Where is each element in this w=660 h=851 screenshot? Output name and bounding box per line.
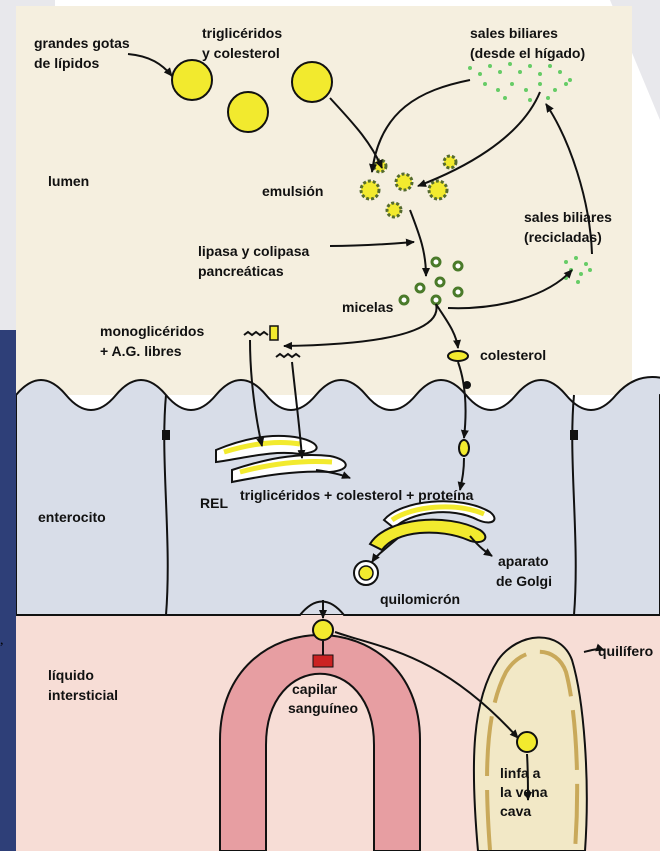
chylomicron-interstitial	[313, 620, 333, 640]
label-golgi-2: de Golgi	[496, 573, 552, 589]
tight-junction-right	[570, 430, 578, 440]
chylomicron-lymph	[517, 732, 537, 752]
label-large-lipid-drops-2: de lípidos	[34, 55, 100, 71]
label-capillary-2: sanguíneo	[288, 700, 358, 716]
capillary-blocked-marker	[313, 655, 333, 667]
label-lymph-1: linfa a	[500, 765, 541, 781]
label-large-lipid-drops-1: grandes gotas	[34, 35, 130, 51]
label-chylomicron: quilomicrón	[380, 591, 460, 607]
tight-junction-left	[162, 430, 170, 440]
label-bile-salts-liver-1: sales biliares	[470, 25, 558, 41]
label-lipase-2: pancreáticas	[198, 263, 284, 279]
label-interstitial-1: líquido	[48, 667, 94, 683]
label-monoglycerides-1: monoglicéridos	[100, 323, 204, 339]
label-lymph-3: cava	[500, 803, 531, 819]
label-lacteal: quilífero	[598, 643, 653, 659]
label-golgi-1: aparato	[498, 553, 549, 569]
slide-blue-band	[0, 330, 16, 851]
label-interstitial-2: intersticial	[48, 687, 118, 703]
label-bile-salts-recycled-2: (recicladas)	[524, 229, 602, 245]
label-enterocyte: enterocito	[38, 509, 106, 525]
label-lymph-2: la vena	[500, 784, 548, 800]
label-capillary-1: capilar	[292, 681, 338, 697]
label-bile-salts-liver-2: (desde el hígado)	[470, 45, 585, 61]
cholesterol-lumen	[448, 351, 468, 361]
left-margin-glyph-comma: ,	[0, 633, 4, 648]
label-rel: REL	[200, 495, 228, 511]
cholesterol-cell	[459, 440, 469, 456]
label-resynthesis: triglicéridos + colesterol + proteína	[240, 487, 474, 503]
label-cholesterol: colesterol	[480, 347, 546, 363]
label-lipase-1: lipasa y colipasa	[198, 243, 309, 259]
label-triglycerides-1: triglicéridos	[202, 25, 282, 41]
label-bile-salts-recycled-1: sales biliares	[524, 209, 612, 225]
label-triglycerides-2: y colesterol	[202, 45, 280, 61]
chylomicron-cell	[359, 566, 373, 580]
label-monoglycerides-2: + A.G. libres	[100, 343, 182, 359]
label-micelles: micelas	[342, 299, 394, 315]
label-lumen: lumen	[48, 173, 89, 189]
label-emulsion: emulsión	[262, 183, 323, 199]
